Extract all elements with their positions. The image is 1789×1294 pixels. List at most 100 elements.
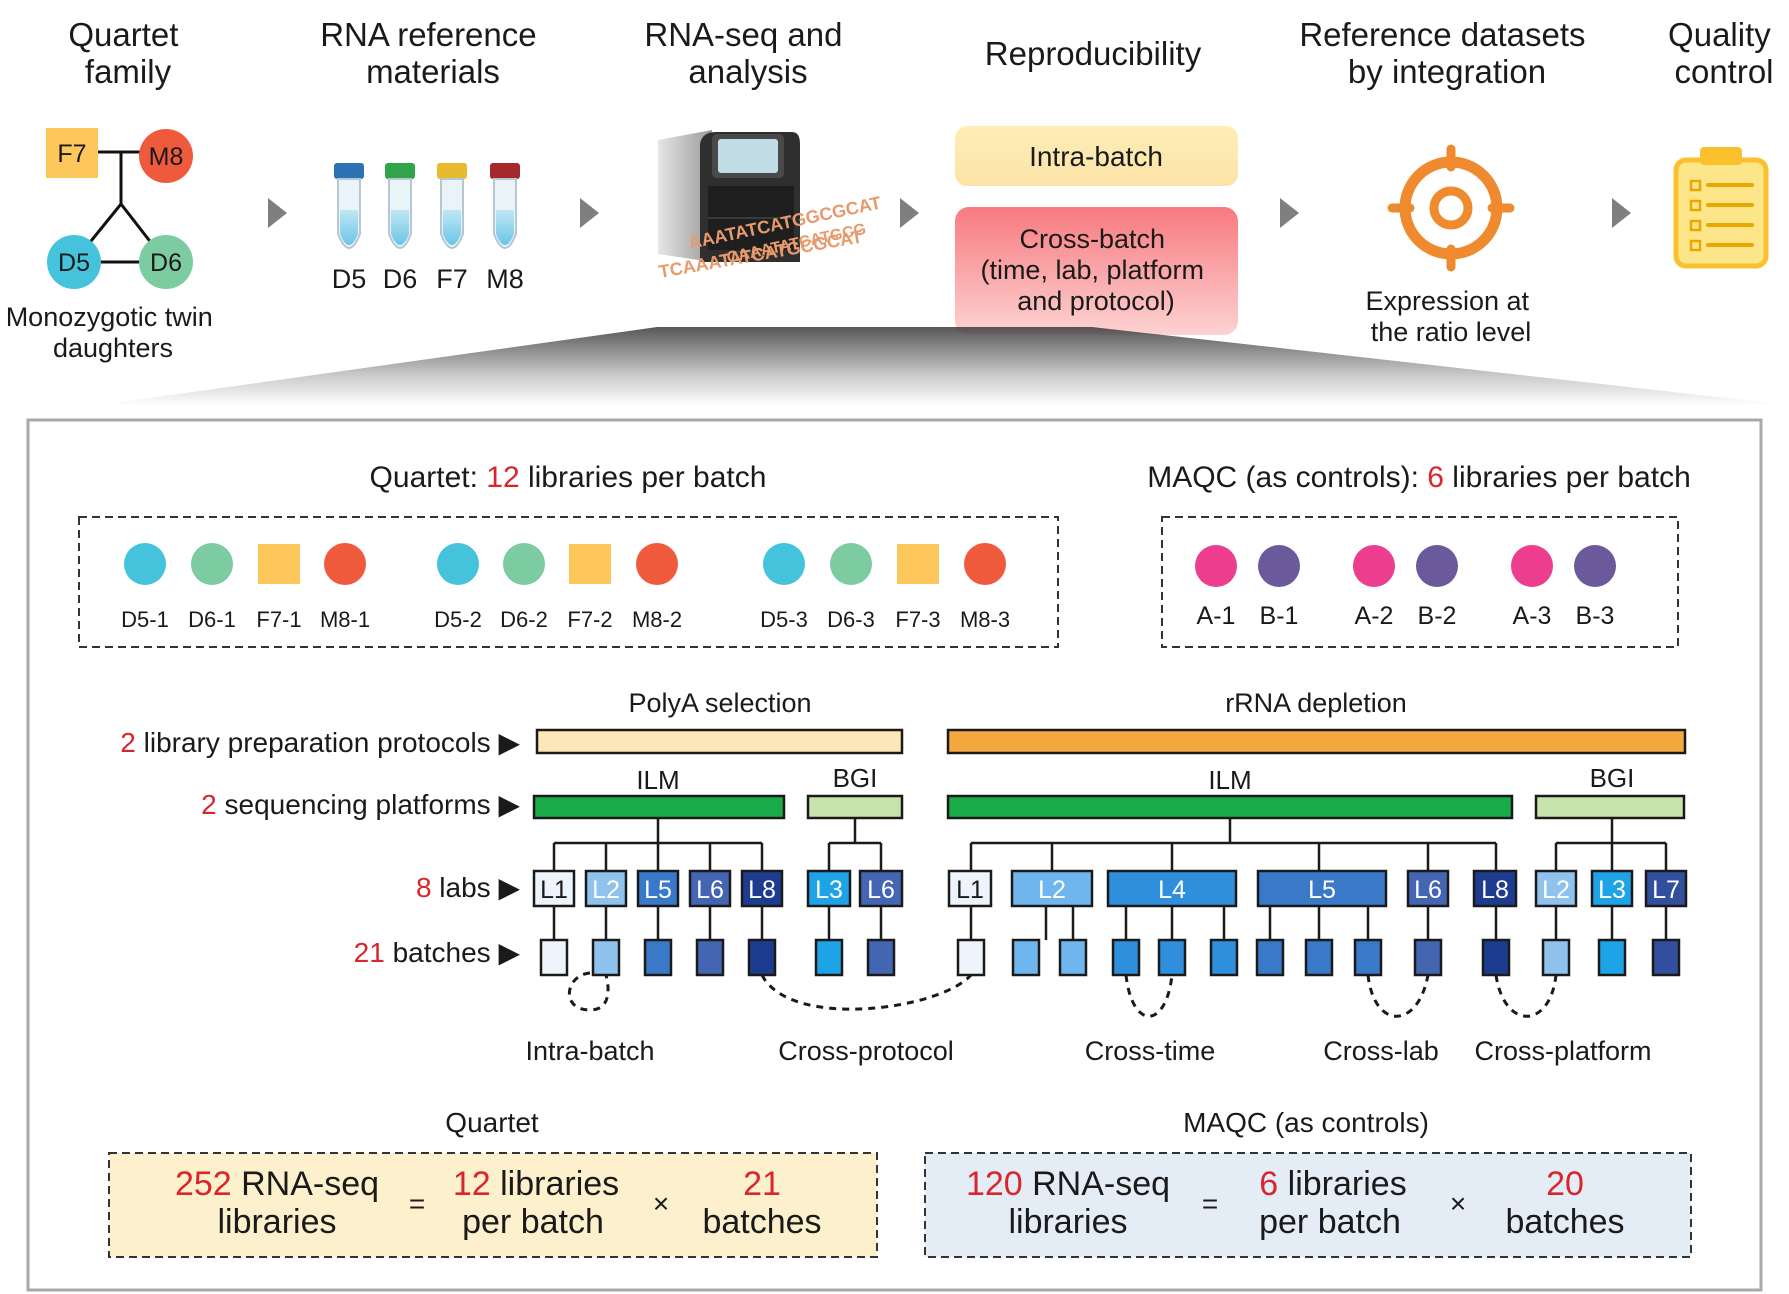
row-label-labs: 8 labs ▶ <box>416 872 521 903</box>
f7-square-icon <box>569 544 611 584</box>
stage-title-quality-control: Quality control <box>1668 16 1780 90</box>
tube-d5-icon <box>334 163 364 249</box>
maqc-a-circle-icon <box>1353 545 1395 587</box>
arrow-icon <box>1612 198 1631 228</box>
sample-label: D6-1 <box>188 607 236 632</box>
f7-square-icon <box>258 544 300 584</box>
sample-label: D5-2 <box>434 607 482 632</box>
quartet-pedigree: F7 M8 D5 D6 Monozygotic twin daughters <box>6 128 213 363</box>
m8-circle-icon <box>636 543 678 585</box>
comparison-label: Cross-time <box>1085 1036 1216 1066</box>
stage-title-reference-datasets: Reference datasets by integration <box>1299 16 1594 90</box>
lab-label: L4 <box>1158 876 1186 904</box>
f7-label: F7 <box>57 140 86 168</box>
lab-label: L5 <box>644 876 672 904</box>
d6-circle-icon <box>139 235 193 289</box>
m8-circle-icon <box>964 543 1006 585</box>
lab-box-l1 <box>532 869 576 908</box>
ratio-level-caption: Expression at the ratio level <box>1365 286 1536 347</box>
maqc-equals: = <box>1202 1188 1218 1219</box>
lab-label: L2 <box>1542 876 1570 904</box>
platform-bar-ilm <box>946 794 1514 820</box>
maqc-b-circle-icon <box>1574 545 1616 587</box>
platform-label: BGI <box>1590 763 1635 793</box>
batch-box <box>695 938 725 977</box>
arrow-icon <box>900 198 919 228</box>
sample-label: B-3 <box>1576 602 1615 630</box>
lab-box-l4 <box>1106 869 1238 908</box>
batch-box <box>643 938 673 977</box>
sample-label: B-1 <box>1260 602 1299 630</box>
lab-box-l2 <box>1010 869 1094 908</box>
platform-bar-bgi <box>1534 794 1686 820</box>
platform-bar-ilm <box>532 794 786 820</box>
d6-circle-icon <box>503 543 545 585</box>
sample-label: M8-2 <box>632 607 682 632</box>
m8-circle-icon <box>139 129 193 183</box>
lab-label: L1 <box>540 876 568 904</box>
sample-label: F7-1 <box>256 607 301 632</box>
maqc-b-circle-icon <box>1258 545 1300 587</box>
batch-box <box>1011 938 1041 977</box>
batch-box <box>1541 938 1571 977</box>
zoom-funnel <box>100 327 1789 405</box>
lab-box-l5 <box>1256 869 1388 908</box>
platform-bar-bgi <box>806 794 904 820</box>
protocol-label-rrna: rRNA depletion <box>1225 688 1407 718</box>
d5-circle-icon <box>763 543 805 585</box>
batch-box <box>1209 938 1239 977</box>
maqc-a-circle-icon <box>1195 545 1237 587</box>
cross-time-arc <box>1124 974 1174 1018</box>
cross-platform-arc <box>1494 974 1558 1018</box>
lab-label: L3 <box>1598 876 1626 904</box>
cross-lab-arc <box>1366 974 1430 1018</box>
batch-box <box>591 938 621 977</box>
comparison-label: Cross-protocol <box>778 1036 954 1066</box>
batch-box <box>1111 938 1141 977</box>
intra-batch-arc <box>567 971 610 1012</box>
comparison-label: Cross-platform <box>1474 1036 1651 1066</box>
batch-box <box>1481 938 1511 977</box>
maqc-a-circle-icon <box>1511 545 1553 587</box>
d6-circle-icon <box>830 543 872 585</box>
comparison-label: Intra-batch <box>525 1036 654 1066</box>
m8-circle-icon <box>324 543 366 585</box>
lab-box-l6 <box>688 869 732 908</box>
sample-label: D6-2 <box>500 607 548 632</box>
maqc-times: × <box>1450 1188 1466 1219</box>
intra-batch-box <box>955 126 1238 186</box>
batch-box <box>814 938 844 977</box>
study-design-panel <box>26 418 1763 1292</box>
d6-circle-icon <box>191 543 233 585</box>
lab-label: L1 <box>956 876 984 904</box>
platform-label: ILM <box>636 765 679 795</box>
lab-label: L3 <box>815 876 843 904</box>
maqc-b-circle-icon <box>1416 545 1458 587</box>
batch-box <box>1157 938 1187 977</box>
batch-box <box>747 938 777 977</box>
sample-label: D5-1 <box>121 607 169 632</box>
batch-box <box>1304 938 1334 977</box>
lab-label: L6 <box>867 876 895 904</box>
maqc-summary-box <box>924 1152 1692 1258</box>
comparison-arcs <box>567 971 1558 1018</box>
batch-box <box>1255 938 1285 977</box>
lab-label: L2 <box>592 876 620 904</box>
sample-label: B-2 <box>1418 602 1457 630</box>
row-label-platforms: 2 sequencing platforms ▶ <box>201 789 520 820</box>
quartet-libraries-title: Quartet: 12 libraries per batch <box>370 461 767 494</box>
cross-batch-box <box>955 207 1238 335</box>
sample-label: F7-3 <box>895 607 940 632</box>
lab-box-l8 <box>1472 869 1518 908</box>
batch-box <box>1651 938 1681 977</box>
tube-f7-icon <box>437 163 467 249</box>
lab-label: L6 <box>1414 876 1442 904</box>
summary-heading-quartet: Quartet <box>445 1107 539 1138</box>
cross-batch-label: Cross-batch (time, lab, platform and pro… <box>980 224 1211 316</box>
intra-batch-label: Intra-batch <box>1029 141 1163 172</box>
